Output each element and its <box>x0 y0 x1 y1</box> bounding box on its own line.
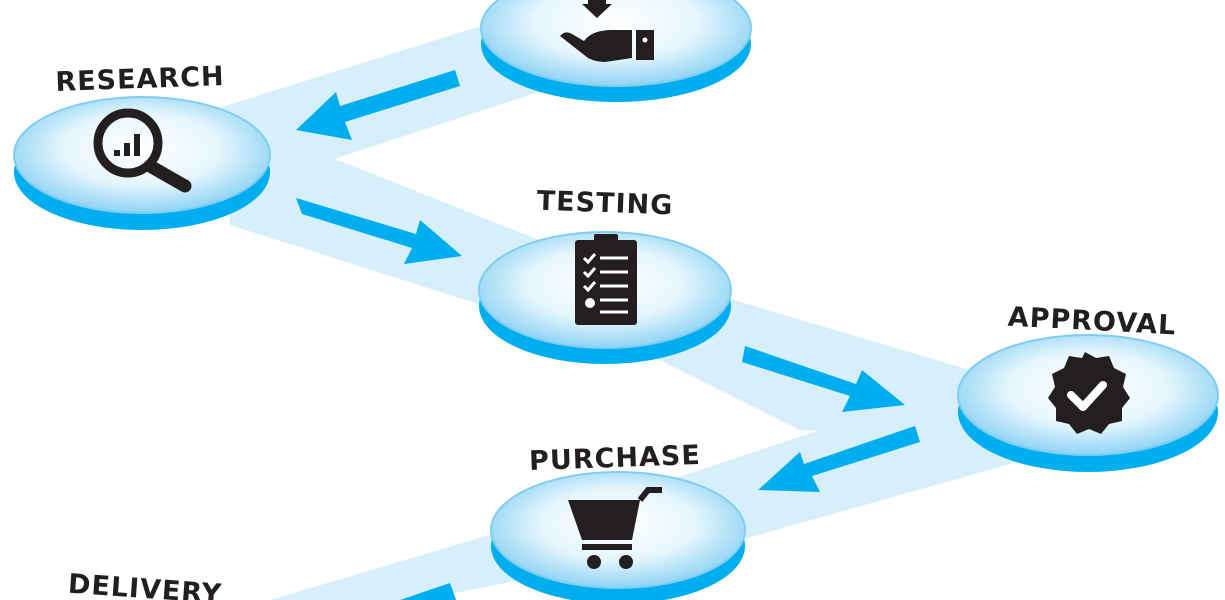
arrow-research-to-testing <box>296 198 462 264</box>
label-delivery: DELIVERY <box>67 569 223 600</box>
band-testing-approval <box>640 290 1000 440</box>
label-approval: APPROVAL <box>1007 302 1177 342</box>
magnifier-chart-icon <box>93 108 192 193</box>
check-badge-icon <box>1048 352 1130 434</box>
band-approval-purchase <box>640 390 1060 540</box>
arrow-request-to-research <box>296 70 460 140</box>
label-purchase: PURCHASE <box>529 440 702 477</box>
shopping-cart-icon <box>568 487 662 569</box>
label-testing: TESTING <box>536 186 674 222</box>
label-research: RESEARCH <box>55 61 225 98</box>
arrow-approval-to-purchase <box>758 426 920 492</box>
disc-research[interactable] <box>13 96 271 230</box>
band-request-research <box>180 20 560 170</box>
arrow-purchase-to-delivery <box>400 583 456 600</box>
arrow-testing-to-approval <box>742 346 905 412</box>
clipboard-checklist-icon <box>575 234 637 325</box>
hand-receive-icon <box>560 0 654 62</box>
